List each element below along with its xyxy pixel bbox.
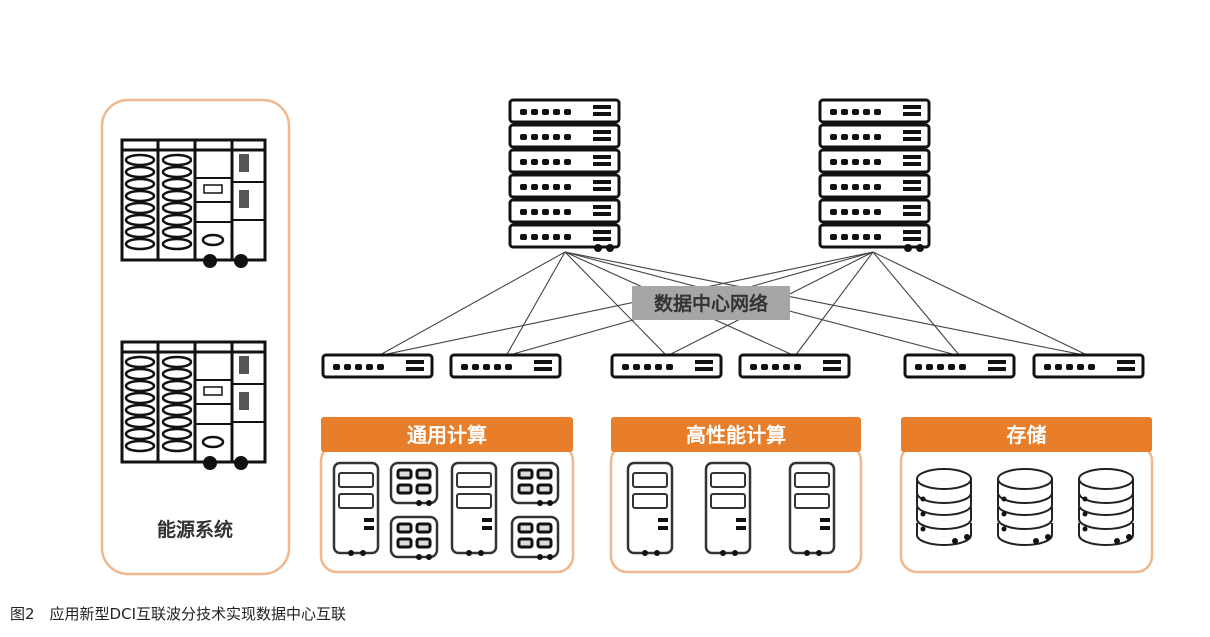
leaf-switch: [610, 353, 723, 379]
spine-switch-stack: [508, 98, 621, 252]
switch-unit: [508, 198, 621, 224]
network-link: [564, 251, 1090, 357]
figure-caption: 图2 应用新型DCI互联波分技术实现数据中心互联: [10, 605, 346, 623]
switch-unit: [818, 173, 931, 199]
leaf-switch: [321, 353, 434, 379]
switch-unit: [903, 353, 1016, 379]
network-label-box: [632, 286, 790, 320]
blade-server-icon: [510, 461, 560, 506]
switch-unit: [818, 148, 931, 174]
group-header-label: 高性能计算: [686, 423, 786, 447]
leaf-switch: [1032, 353, 1145, 379]
switch-unit: [449, 353, 562, 379]
switch-unit: [818, 223, 931, 249]
spine-switch-stack: [818, 98, 931, 252]
server-tower-icon: [332, 461, 380, 556]
network-link: [872, 251, 961, 357]
switch-unit: [818, 198, 931, 224]
leaf-switch: [738, 353, 851, 379]
blade-server-icon: [510, 515, 560, 560]
group-general-compute: 通用计算: [319, 417, 575, 574]
power-cabinet-icon: [120, 340, 267, 470]
storage-disk-icon: [1078, 468, 1134, 546]
switch-unit: [508, 123, 621, 149]
switch-unit: [1032, 353, 1145, 379]
storage-disk-icon: [997, 468, 1053, 546]
blade-server-icon: [389, 515, 439, 560]
network-link: [794, 251, 874, 357]
server-tower-icon: [450, 461, 498, 556]
energy-system-label: 能源系统: [157, 518, 233, 541]
network-link: [377, 251, 566, 357]
network-link: [564, 251, 668, 357]
network-link: [505, 251, 566, 357]
leaf-switch: [449, 353, 562, 379]
switch-unit: [738, 353, 851, 379]
server-tower-icon: [788, 461, 836, 556]
switch-unit: [818, 98, 931, 124]
group-header-label: 存储: [1007, 423, 1047, 447]
network-link: [377, 251, 874, 357]
leaf-switch: [903, 353, 1016, 379]
switch-unit: [508, 223, 621, 249]
switch-unit: [508, 148, 621, 174]
switch-unit: [610, 353, 723, 379]
blade-server-icon: [389, 461, 439, 506]
server-tower-icon: [626, 461, 674, 556]
group-header-label: 通用计算: [407, 423, 487, 447]
switch-unit: [508, 98, 621, 124]
network-label: 数据中心网络: [654, 292, 768, 315]
switch-unit: [321, 353, 434, 379]
switch-unit: [508, 173, 621, 199]
server-tower-icon: [704, 461, 752, 556]
network-link: [872, 251, 1090, 357]
power-cabinet-icon: [120, 138, 267, 268]
storage-disk-icon: [916, 468, 972, 546]
switch-unit: [818, 123, 931, 149]
